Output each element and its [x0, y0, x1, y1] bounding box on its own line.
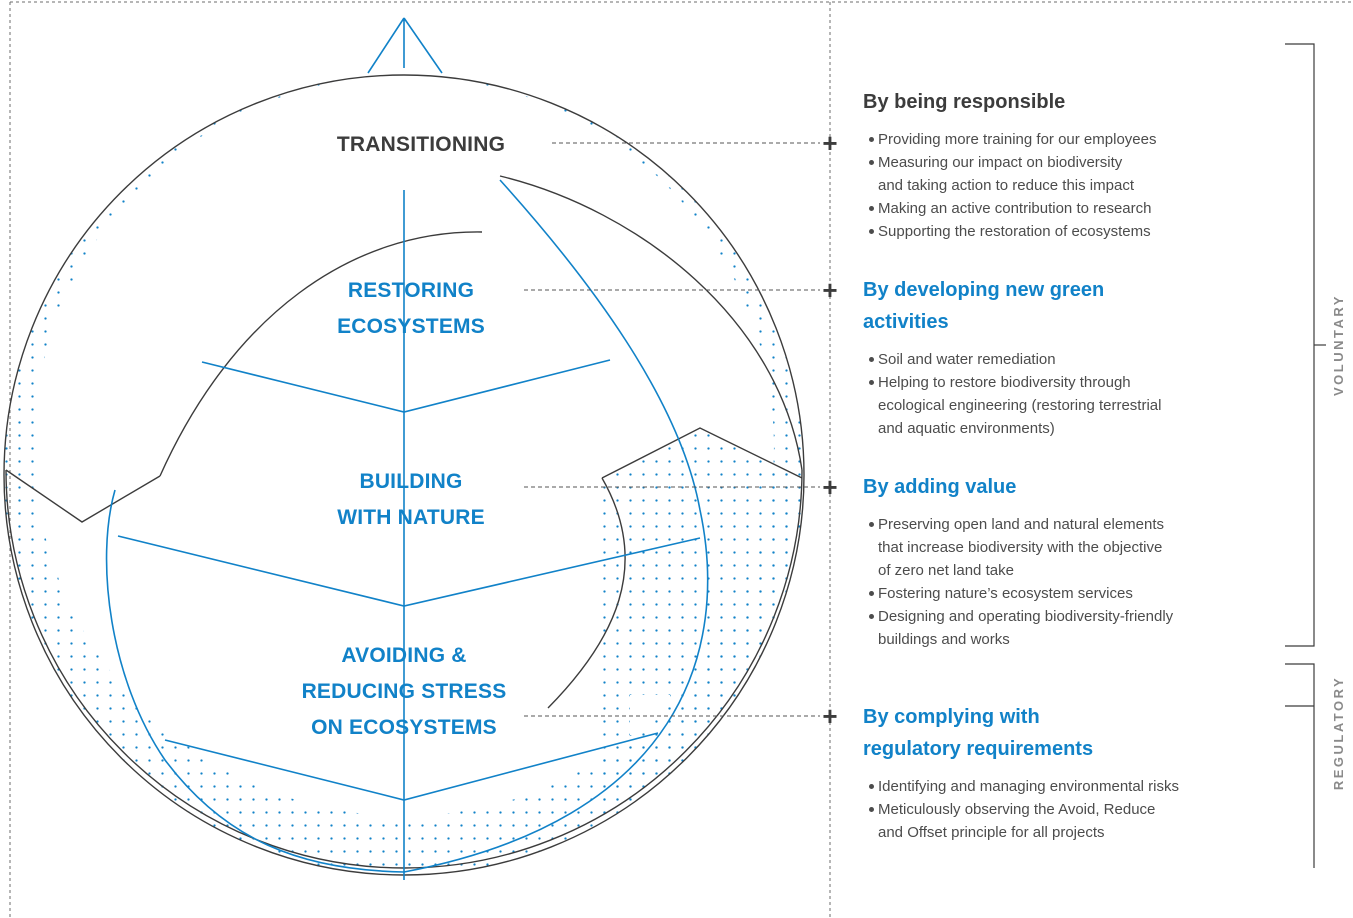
- left-cutout-shape: [5, 469, 161, 523]
- list-item: Preserving open land and natural element…: [869, 513, 1248, 582]
- list-item: Designing and operating biodiversity-fri…: [869, 605, 1248, 651]
- plus-icon: +: [822, 472, 838, 502]
- section-regulatory-requirements: By complying with regulatory requirement…: [848, 701, 1248, 844]
- side-label-regulatory: REGULATORY: [1331, 675, 1346, 791]
- section-title: By being responsible: [863, 91, 1066, 113]
- side-label-voluntary: VOLUNTARY: [1331, 294, 1346, 396]
- right-inner-arc: [547, 477, 626, 709]
- list-item: Fostering nature’s ecosystem services: [869, 582, 1248, 605]
- list-item: Identifying and managing environmental r…: [869, 775, 1248, 798]
- level-line: TRANSITIONING: [336, 133, 506, 156]
- leaf-left-edge: [105, 489, 405, 873]
- list-item: Measuring our impact on biodiversity and…: [869, 151, 1248, 197]
- level-label-building-with-nature: BUILDING WITH NATURE: [298, 464, 524, 536]
- leaf-top-spike: [367, 17, 443, 74]
- level-line: ON ECOSYSTEMS: [311, 716, 497, 739]
- regulatory-bracket: [1285, 663, 1315, 868]
- level-line: ECOSYSTEMS: [337, 315, 485, 338]
- voluntary-bracket: [1285, 43, 1315, 647]
- section-title: By complying with regulatory requirement…: [863, 706, 1094, 760]
- section-being-responsible: By being responsible Providing more trai…: [848, 86, 1248, 243]
- plus-icon: +: [822, 275, 838, 305]
- level-line: REDUCING STRESS: [301, 680, 507, 703]
- leaf-veins: [105, 17, 709, 880]
- level-line: AVOIDING &: [341, 644, 467, 667]
- right-hexagon-outline: [601, 427, 803, 479]
- section-title: By adding value: [863, 476, 1017, 498]
- plus-icon: +: [822, 128, 838, 158]
- section-title: By developing new green activities: [863, 279, 1105, 333]
- vein-middle: [117, 535, 701, 607]
- bullet-list: Identifying and managing environmental r…: [848, 775, 1248, 844]
- level-line: BUILDING: [359, 470, 463, 493]
- vein-upper: [201, 359, 611, 413]
- level-label-transitioning: TRANSITIONING: [303, 127, 539, 163]
- bullet-list: Providing more training for our employee…: [848, 128, 1248, 243]
- level-label-avoiding-reducing-stress: AVOIDING & REDUCING STRESS ON ECOSYSTEMS: [274, 638, 534, 746]
- list-item: Making an active contribution to researc…: [869, 197, 1248, 220]
- section-adding-value: By adding value Preserving open land and…: [848, 471, 1248, 651]
- vein-lower: [164, 732, 659, 801]
- left-inner-arc: [159, 231, 483, 477]
- section-new-green-activities: By developing new green activities Soil …: [848, 274, 1248, 440]
- list-item: Helping to restore biodiversity through …: [869, 371, 1248, 440]
- list-item: Soil and water remediation: [869, 348, 1248, 371]
- top-inner-arc: [499, 175, 803, 471]
- leader-lines: [524, 142, 820, 717]
- level-line: WITH NATURE: [337, 506, 485, 529]
- bullet-list: Preserving open land and natural element…: [848, 513, 1248, 651]
- level-label-restoring-ecosystems: RESTORING ECOSYSTEMS: [298, 273, 524, 345]
- leaf-right-edge: [403, 179, 709, 873]
- list-item: Supporting the restoration of ecosystems: [869, 220, 1248, 243]
- side-brackets: [1285, 43, 1326, 868]
- list-item: Providing more training for our employee…: [869, 128, 1248, 151]
- level-line: RESTORING: [347, 279, 475, 302]
- bullet-list: Soil and water remediation Helping to re…: [848, 348, 1248, 440]
- plus-icon: +: [822, 701, 838, 731]
- list-item: Meticulously observing the Avoid, Reduce…: [869, 798, 1248, 844]
